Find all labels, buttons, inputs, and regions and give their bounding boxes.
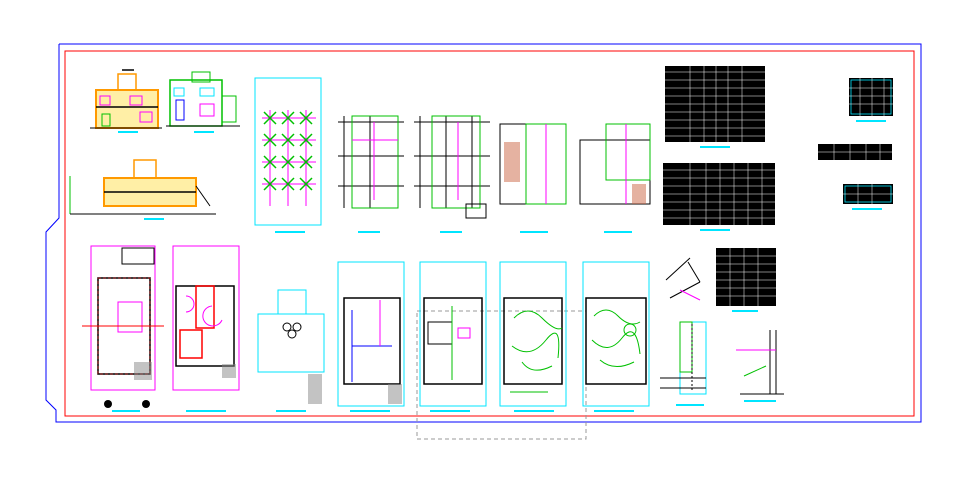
foundation-plan[interactable] (254, 77, 322, 233)
electrical-plan-2[interactable] (582, 261, 650, 412)
detail-note[interactable] (665, 257, 701, 301)
roof-plan-1[interactable] (499, 123, 567, 233)
detail-table[interactable] (716, 248, 776, 312)
sanitary-plan[interactable] (419, 261, 487, 412)
legend-table-1[interactable] (849, 78, 893, 122)
ground-floor-plan[interactable] (172, 245, 240, 412)
outer-border (45, 43, 922, 423)
elevation-side[interactable] (166, 71, 240, 133)
roof-plan-2[interactable] (579, 123, 651, 233)
plumbing-plan[interactable] (337, 261, 405, 412)
wall-detail[interactable] (736, 330, 784, 402)
schedule-table-1[interactable] (665, 66, 765, 148)
elevation-front[interactable] (90, 69, 162, 133)
beam-plan-2[interactable] (414, 115, 490, 233)
schedule-table-2[interactable] (663, 163, 775, 231)
legend-table-3[interactable] (843, 184, 893, 210)
site-plan[interactable] (82, 245, 164, 412)
section[interactable] (69, 159, 216, 220)
upper-plan[interactable] (257, 289, 325, 412)
beam-plan-1[interactable] (338, 115, 404, 233)
inner-border (64, 50, 915, 417)
electrical-plan-1[interactable] (499, 261, 567, 412)
selection-box[interactable] (416, 310, 587, 440)
stair-detail[interactable] (660, 321, 707, 406)
legend-table-2[interactable] (818, 144, 892, 160)
